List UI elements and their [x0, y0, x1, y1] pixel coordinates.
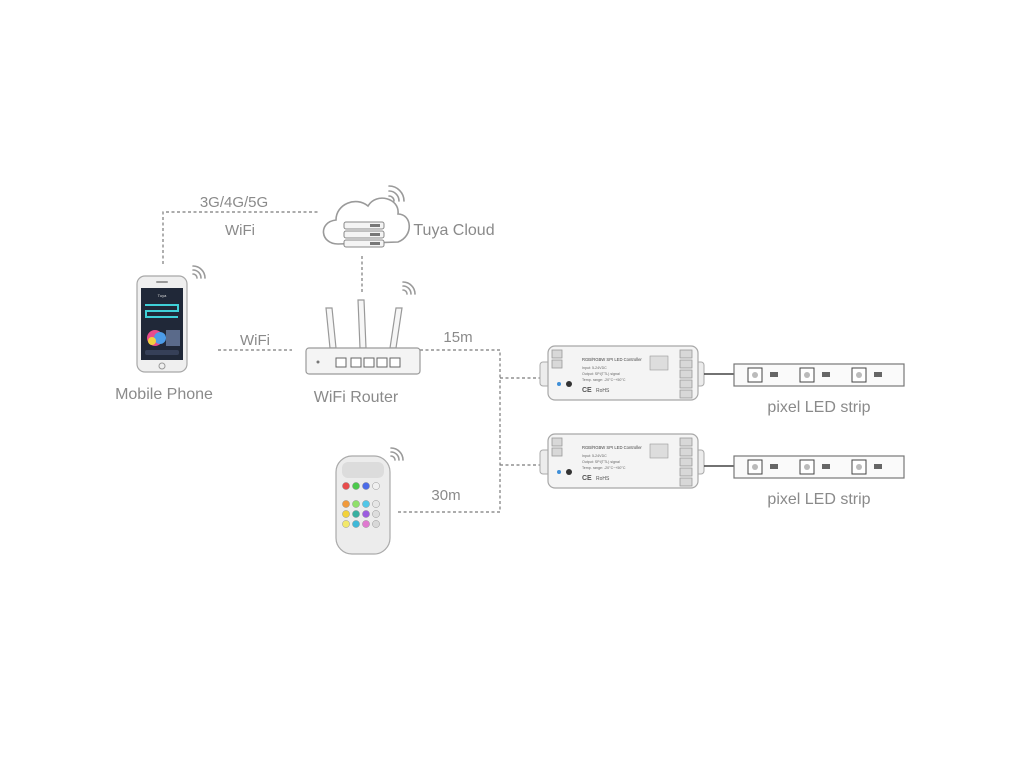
- strip-2-label: pixel LED strip: [767, 491, 870, 508]
- router-wireless-icon: [402, 281, 416, 295]
- controller-2-line-3: Temp. range: -20°C~+50°C: [582, 466, 626, 470]
- wifi-router: WiFi Router: [305, 281, 421, 406]
- phone-app-title: Tuya: [158, 293, 168, 298]
- controller-1-led-indicator: [557, 382, 561, 386]
- strip-1-leds: [747, 367, 882, 383]
- controller-2-line-2: Output: SPI(TTL) signal: [582, 460, 620, 464]
- controller-1-line-2: Output: SPI(TTL) signal: [582, 372, 620, 376]
- server-stack-icon: [343, 221, 385, 248]
- remote-key-1: [342, 482, 350, 490]
- controller-2-ce-mark: CE: [582, 475, 592, 482]
- remote-key-9: [342, 510, 350, 518]
- label-cloud-wifi: WiFi: [225, 222, 255, 239]
- remote-key-6: [352, 500, 360, 508]
- phone-color-wheel: [147, 330, 180, 346]
- remote-key-5: [342, 500, 350, 508]
- controller-1-ce-mark: CE: [582, 387, 592, 394]
- remote-key-4: [372, 482, 380, 490]
- label-3g4g5g: 3G/4G/5G: [200, 194, 268, 211]
- phone-label: Mobile Phone: [115, 386, 213, 403]
- cloud-wireless-icon: [388, 185, 405, 202]
- resistor: [822, 464, 830, 469]
- label-phone-router-wifi: WiFi: [240, 332, 270, 349]
- phone-app-wave: [145, 304, 179, 318]
- controller-1-button: [566, 381, 572, 387]
- resistor: [822, 372, 830, 377]
- controller-2-terminals-right: [679, 437, 693, 487]
- remote-key-14: [352, 520, 360, 528]
- controller-1-qr-code: [649, 355, 669, 371]
- remote-key-2: [352, 482, 360, 490]
- resistor: [770, 464, 778, 469]
- router-body: [305, 347, 421, 375]
- controller-2-led-indicator: [557, 470, 561, 474]
- resistor: [874, 464, 882, 469]
- router-bus-link: [420, 349, 501, 512]
- cloud-label: Tuya Cloud: [413, 222, 494, 239]
- led-chip-lens: [752, 464, 758, 470]
- led-chip-lens: [856, 372, 862, 378]
- remote-key-8: [372, 500, 380, 508]
- led-chip-lens: [804, 372, 810, 378]
- controller-2-button: [566, 469, 572, 475]
- router-antennas: [325, 299, 403, 349]
- controller-1-terminals-left: [551, 349, 563, 369]
- led-chip-lens: [752, 372, 758, 378]
- controller-2-qr-code: [649, 443, 669, 459]
- controller-1-body: [547, 345, 699, 401]
- controller-2-body: [547, 433, 699, 489]
- controller-2-terminals-left: [551, 437, 563, 457]
- tuya-cloud: Tuya Cloud: [322, 185, 495, 248]
- controller-1-title: RGB/RGBW SPI LED Controller: [582, 357, 642, 362]
- remote-key-16: [372, 520, 380, 528]
- controller-1-line-3: Temp. range: -20°C~+50°C: [582, 378, 626, 382]
- remote-key-12: [372, 510, 380, 518]
- controller-2-rohs-mark: RoHS: [596, 476, 610, 482]
- remote-key-7: [362, 500, 370, 508]
- controller-2-title: RGB/RGBW SPI LED Controller: [582, 445, 642, 450]
- phone-screen: [141, 288, 183, 360]
- resistor: [770, 372, 778, 377]
- remote-buttons: [342, 482, 380, 528]
- controller-1-terminals-right: [679, 349, 693, 399]
- phone-cloud-link: [162, 211, 318, 264]
- strip-1-label: pixel LED strip: [767, 399, 870, 416]
- led-controller-2: RGB/RGBW SPI LED Controller Input: 5-24V…: [539, 433, 705, 489]
- phone-speaker: [156, 281, 168, 283]
- controller-1-rohs-mark: RoHS: [596, 388, 610, 394]
- pixel-led-strip-2: pixel LED strip: [733, 455, 905, 508]
- phone-wireless-icon: [192, 265, 206, 279]
- remote-key-11: [362, 510, 370, 518]
- led-chip-lens: [804, 464, 810, 470]
- router-ports: [316, 357, 401, 368]
- pixel-led-strip-1: pixel LED strip: [733, 363, 905, 416]
- router-label: WiFi Router: [314, 389, 399, 406]
- remote-key-3: [362, 482, 370, 490]
- led-controller-1: RGB/RGBW SPI LED Controller Input: 5-24V…: [539, 345, 705, 401]
- remote-key-13: [342, 520, 350, 528]
- controller-1-line-1: Input: 5-24VDC: [582, 366, 607, 370]
- mobile-phone: Tuya Mobile Phone: [115, 265, 213, 403]
- label-15m: 15m: [443, 329, 472, 346]
- led-chip-lens: [856, 464, 862, 470]
- strip-2-leds: [747, 459, 882, 475]
- controller-2-line-1: Input: 5-24VDC: [582, 454, 607, 458]
- remote-key-15: [362, 520, 370, 528]
- resistor: [874, 372, 882, 377]
- remote-control: [335, 447, 404, 555]
- remote-wireless-icon: [390, 447, 404, 461]
- remote-key-10: [352, 510, 360, 518]
- remote-top-panel: [342, 462, 384, 478]
- phone-app-toolbar: [145, 350, 179, 355]
- phone-home-button: [158, 362, 166, 370]
- label-30m: 30m: [431, 487, 460, 504]
